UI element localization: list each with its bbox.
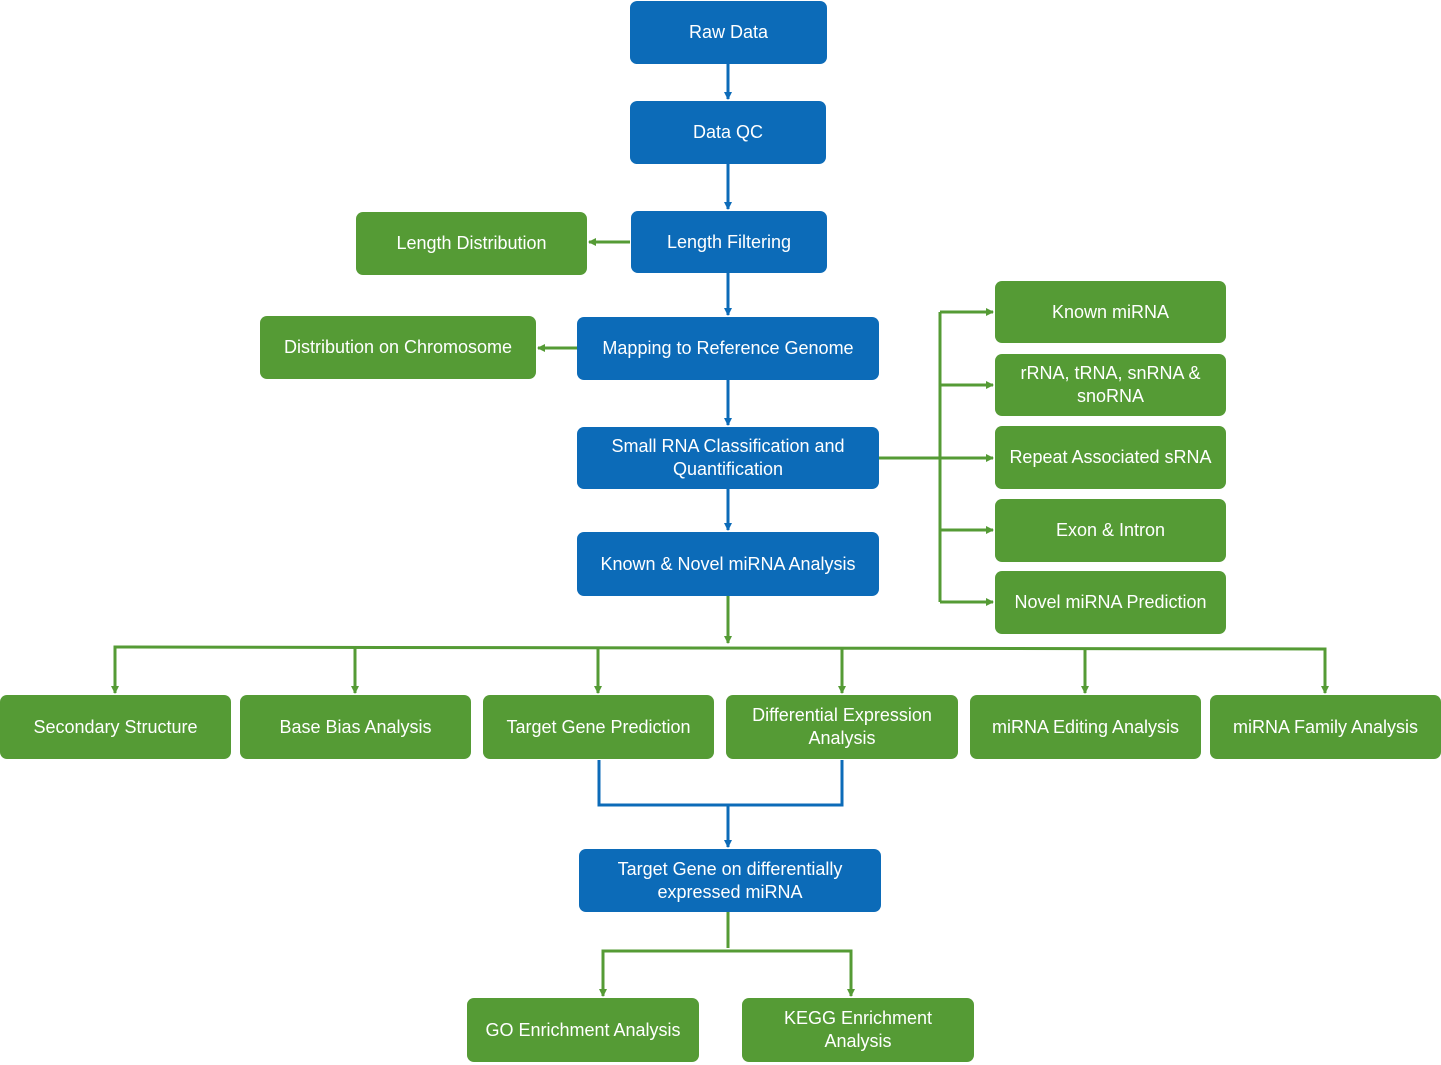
distribution-chromosome-node: Distribution on Chromosome <box>260 316 536 379</box>
known-mirna-node: Known miRNA <box>995 281 1226 343</box>
enrichment-bar <box>601 949 853 996</box>
target-gene-prediction-node: Target Gene Prediction <box>483 695 714 759</box>
exon-intron-node: Exon & Intron <box>995 499 1226 562</box>
raw-data-node: Raw Data <box>630 1 827 64</box>
differential-expression-node: Differential Expression Analysis <box>726 695 958 759</box>
target-gene-de-node: Target Gene on differentially expressed … <box>579 849 881 912</box>
go-enrichment-node: GO Enrichment Analysis <box>467 998 699 1062</box>
novel-prediction-node: Novel miRNA Prediction <box>995 571 1226 634</box>
secondary-structure-node: Secondary Structure <box>0 695 231 759</box>
classification-node: Small RNA Classification and Quantificat… <box>577 427 879 489</box>
mirna-family-node: miRNA Family Analysis <box>1210 695 1441 759</box>
length-distribution-node: Length Distribution <box>356 212 587 275</box>
mapping-node: Mapping to Reference Genome <box>577 317 879 380</box>
fanout-bar <box>113 645 1327 693</box>
kegg-enrichment-node: KEGG Enrichment Analysis <box>742 998 974 1062</box>
known-novel-node: Known & Novel miRNA Analysis <box>577 532 879 596</box>
mirna-editing-node: miRNA Editing Analysis <box>970 695 1201 759</box>
base-bias-node: Base Bias Analysis <box>240 695 471 759</box>
length-filtering-node: Length Filtering <box>631 211 827 273</box>
rrna-trna-node: rRNA, tRNA, snRNA & snoRNA <box>995 354 1226 416</box>
data-qc-node: Data QC <box>630 101 826 164</box>
merge-connector <box>597 760 844 807</box>
repeat-associated-node: Repeat Associated sRNA <box>995 426 1226 489</box>
